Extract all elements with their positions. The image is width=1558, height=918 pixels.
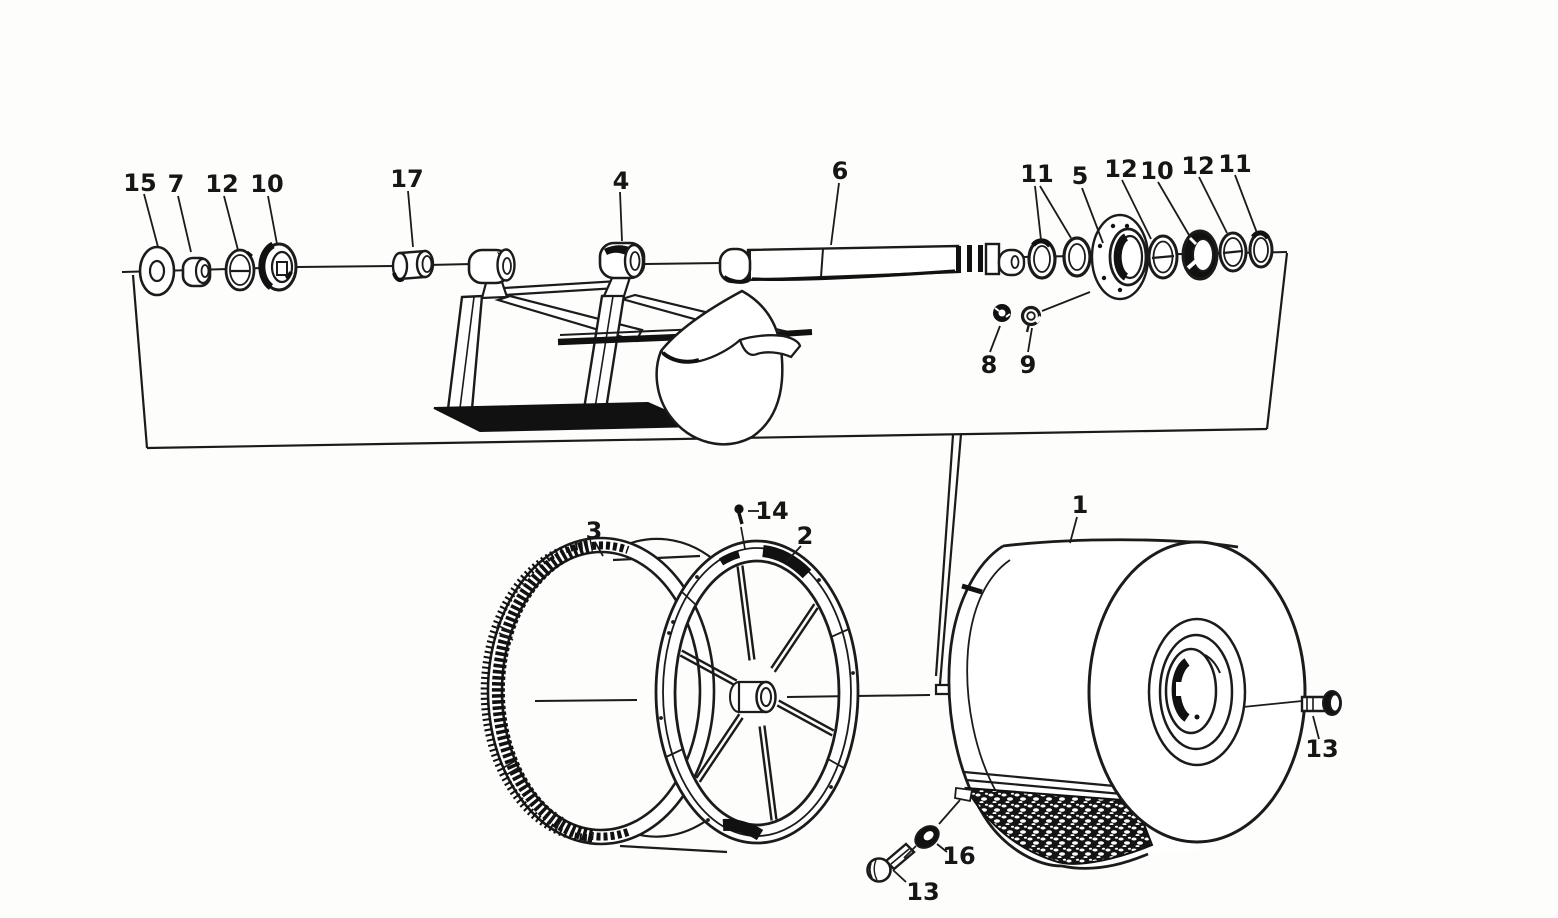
part-11-ring-b	[1062, 236, 1092, 278]
frame-bearing-left	[467, 248, 516, 300]
part-1-drum	[947, 538, 1307, 870]
part-17-spacer	[391, 249, 435, 283]
part-10-bearing-left	[258, 241, 298, 292]
callout-labels: 15 7 12 10 17 4 6 11 5 12 10 12 11 8 9 3…	[123, 150, 1338, 906]
callout-12-left: 12	[205, 170, 238, 198]
part-13-bolt-right	[1300, 690, 1342, 716]
part-16-washer	[914, 825, 940, 849]
part-14-screw	[734, 504, 746, 550]
callout-14: 14	[755, 497, 788, 525]
wheel-seam-ticks	[665, 591, 850, 769]
wheel-rim-rivets	[659, 575, 855, 822]
callout-15: 15	[123, 169, 156, 197]
callout-6: 6	[832, 157, 849, 185]
drum-hub-recess	[1147, 617, 1247, 767]
callout-11-b: 11	[1218, 150, 1251, 178]
callout-10-right: 10	[1140, 157, 1173, 185]
part-10-bearing-right	[1181, 229, 1219, 281]
callout-13-right: 13	[1305, 735, 1338, 763]
callout-16: 16	[942, 842, 975, 870]
drum-front-face	[1087, 540, 1307, 844]
band-knurled-edge	[491, 539, 594, 843]
callout-12-right: 12	[1181, 152, 1214, 180]
wheel-rim	[654, 539, 860, 845]
panel-right-edge	[1265, 252, 1289, 430]
frame-shield-lip	[738, 334, 802, 359]
callout-17: 17	[390, 165, 423, 193]
callout-7: 7	[168, 170, 185, 198]
part-7-bushing	[181, 256, 212, 288]
callout-3: 3	[586, 517, 603, 545]
part-8-nut	[993, 304, 1011, 322]
frame-leg-left	[446, 294, 484, 411]
wheel-spokes	[679, 565, 835, 821]
callout-1: 1	[1072, 491, 1089, 519]
wheel-hub	[729, 680, 777, 714]
part-4-bearing	[598, 241, 646, 298]
part-11-ring-a	[1027, 238, 1057, 280]
drum-knurl-texture	[964, 786, 1154, 865]
part-9-circlip	[1020, 305, 1043, 333]
callout-12-mid: 12	[1104, 155, 1137, 183]
band-seam-ticks	[496, 624, 564, 831]
leader-lines	[143, 174, 1320, 883]
part-12-circlip-left	[224, 248, 256, 292]
part-12-ring-mid	[1147, 234, 1179, 280]
callout-5: 5	[1072, 162, 1089, 190]
part-6-shaft	[718, 242, 1026, 284]
part-2-spoked-wheel	[654, 539, 860, 845]
callout-13-left: 13	[906, 878, 939, 906]
part-12-ring-right	[1218, 231, 1248, 273]
callout-8: 8	[981, 351, 998, 379]
panel-left-edge	[131, 274, 149, 449]
callout-10-left: 10	[250, 170, 283, 198]
callout-2: 2	[797, 522, 814, 550]
frame-base-plate	[433, 401, 701, 433]
frame-top-rail	[502, 279, 620, 297]
callout-4: 4	[613, 167, 630, 195]
callout-9: 9	[1020, 351, 1037, 379]
part-3-band	[480, 536, 716, 846]
part-5-hub-flange	[1090, 213, 1150, 301]
part-13-bolt-left	[866, 842, 916, 883]
part-11-ring-c	[1248, 230, 1274, 269]
frame-stand	[433, 248, 813, 446]
callout-11-a: 11	[1020, 160, 1053, 188]
wheel-rim-shading	[718, 545, 812, 841]
drum-left-rim-line	[966, 559, 1011, 796]
part-15-washer	[138, 245, 176, 297]
